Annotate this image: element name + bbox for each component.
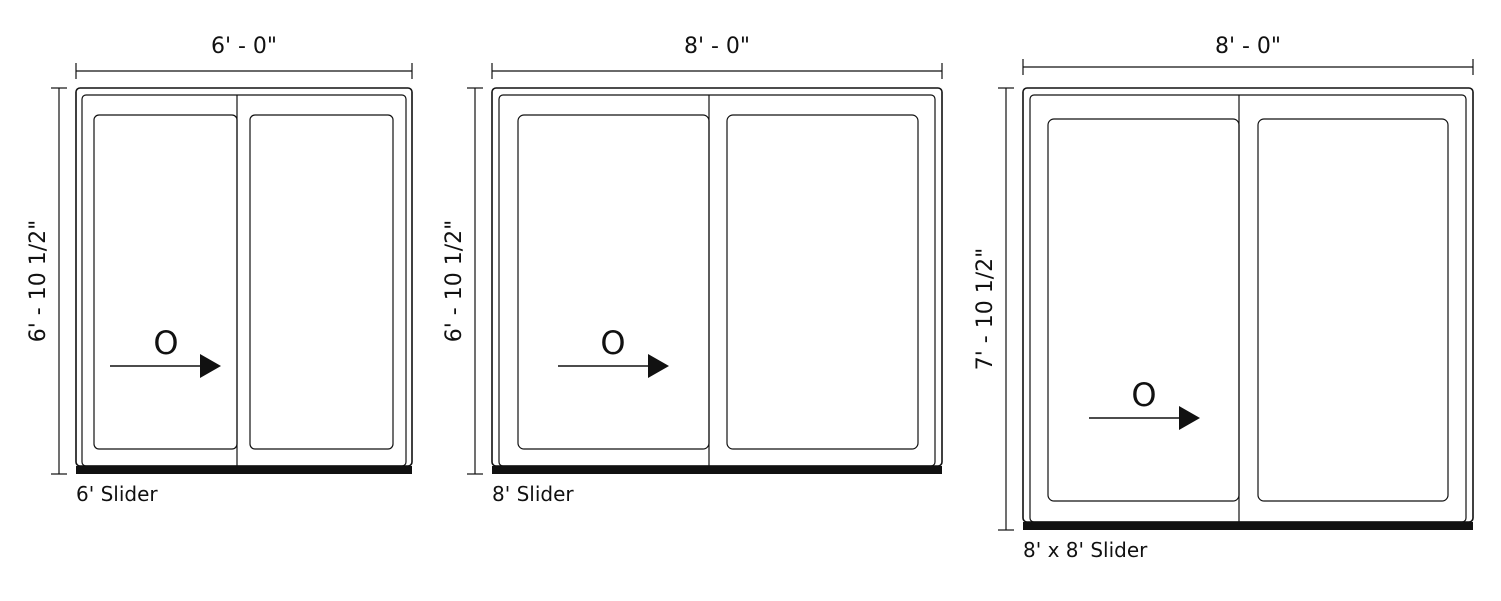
sill: [1023, 522, 1473, 530]
glass-right: [726, 114, 919, 450]
glass-right: [1257, 118, 1449, 502]
width-label: 8' - 0": [1215, 34, 1281, 59]
operation-indicator: O: [110, 324, 221, 378]
operation-label: O: [153, 324, 178, 362]
door-8x8-slider: 8' - 0" 7' - 10 1/2" O 8' x 8' Slider: [973, 34, 1474, 562]
sill: [492, 466, 942, 474]
inner-frame: [1029, 94, 1467, 523]
door-name: 8' x 8' Slider: [1023, 538, 1148, 562]
outer-frame: [491, 87, 943, 467]
door-8ft-slider: 8' - 0" 6' - 10 1/2" O 8' Slider: [442, 34, 943, 506]
width-dimension: 6' - 0": [75, 34, 413, 79]
outer-frame: [75, 87, 413, 467]
outer-frame: [1022, 87, 1474, 523]
height-label: 6' - 10 1/2": [442, 220, 467, 342]
operation-indicator: O: [1089, 376, 1200, 430]
glass-left: [517, 114, 710, 450]
arrowhead-icon: [648, 354, 669, 378]
width-dimension: 8' - 0": [491, 34, 943, 79]
width-label: 6' - 0": [211, 34, 277, 59]
sill: [76, 466, 412, 474]
arrowhead-icon: [1179, 406, 1200, 430]
width-dimension: 8' - 0": [1022, 34, 1474, 75]
glass-left: [93, 114, 238, 450]
operation-indicator: O: [558, 324, 669, 378]
operation-label: O: [600, 324, 625, 362]
arrowhead-icon: [200, 354, 221, 378]
height-label: 6' - 10 1/2": [26, 220, 51, 342]
door-name: 8' Slider: [492, 482, 574, 506]
height-label: 7' - 10 1/2": [973, 248, 998, 370]
glass-right: [249, 114, 394, 450]
height-dimension: 7' - 10 1/2": [973, 87, 1014, 531]
inner-frame: [81, 94, 407, 467]
inner-frame: [498, 94, 936, 467]
height-dimension: 6' - 10 1/2": [442, 87, 483, 475]
width-label: 8' - 0": [684, 34, 750, 59]
operation-label: O: [1131, 376, 1156, 414]
door-6ft-slider: 6' - 0" 6' - 10 1/2" O 6' Slider: [26, 34, 413, 506]
door-name: 6' Slider: [76, 482, 158, 506]
glass-left: [1047, 118, 1240, 502]
height-dimension: 6' - 10 1/2": [26, 87, 67, 475]
